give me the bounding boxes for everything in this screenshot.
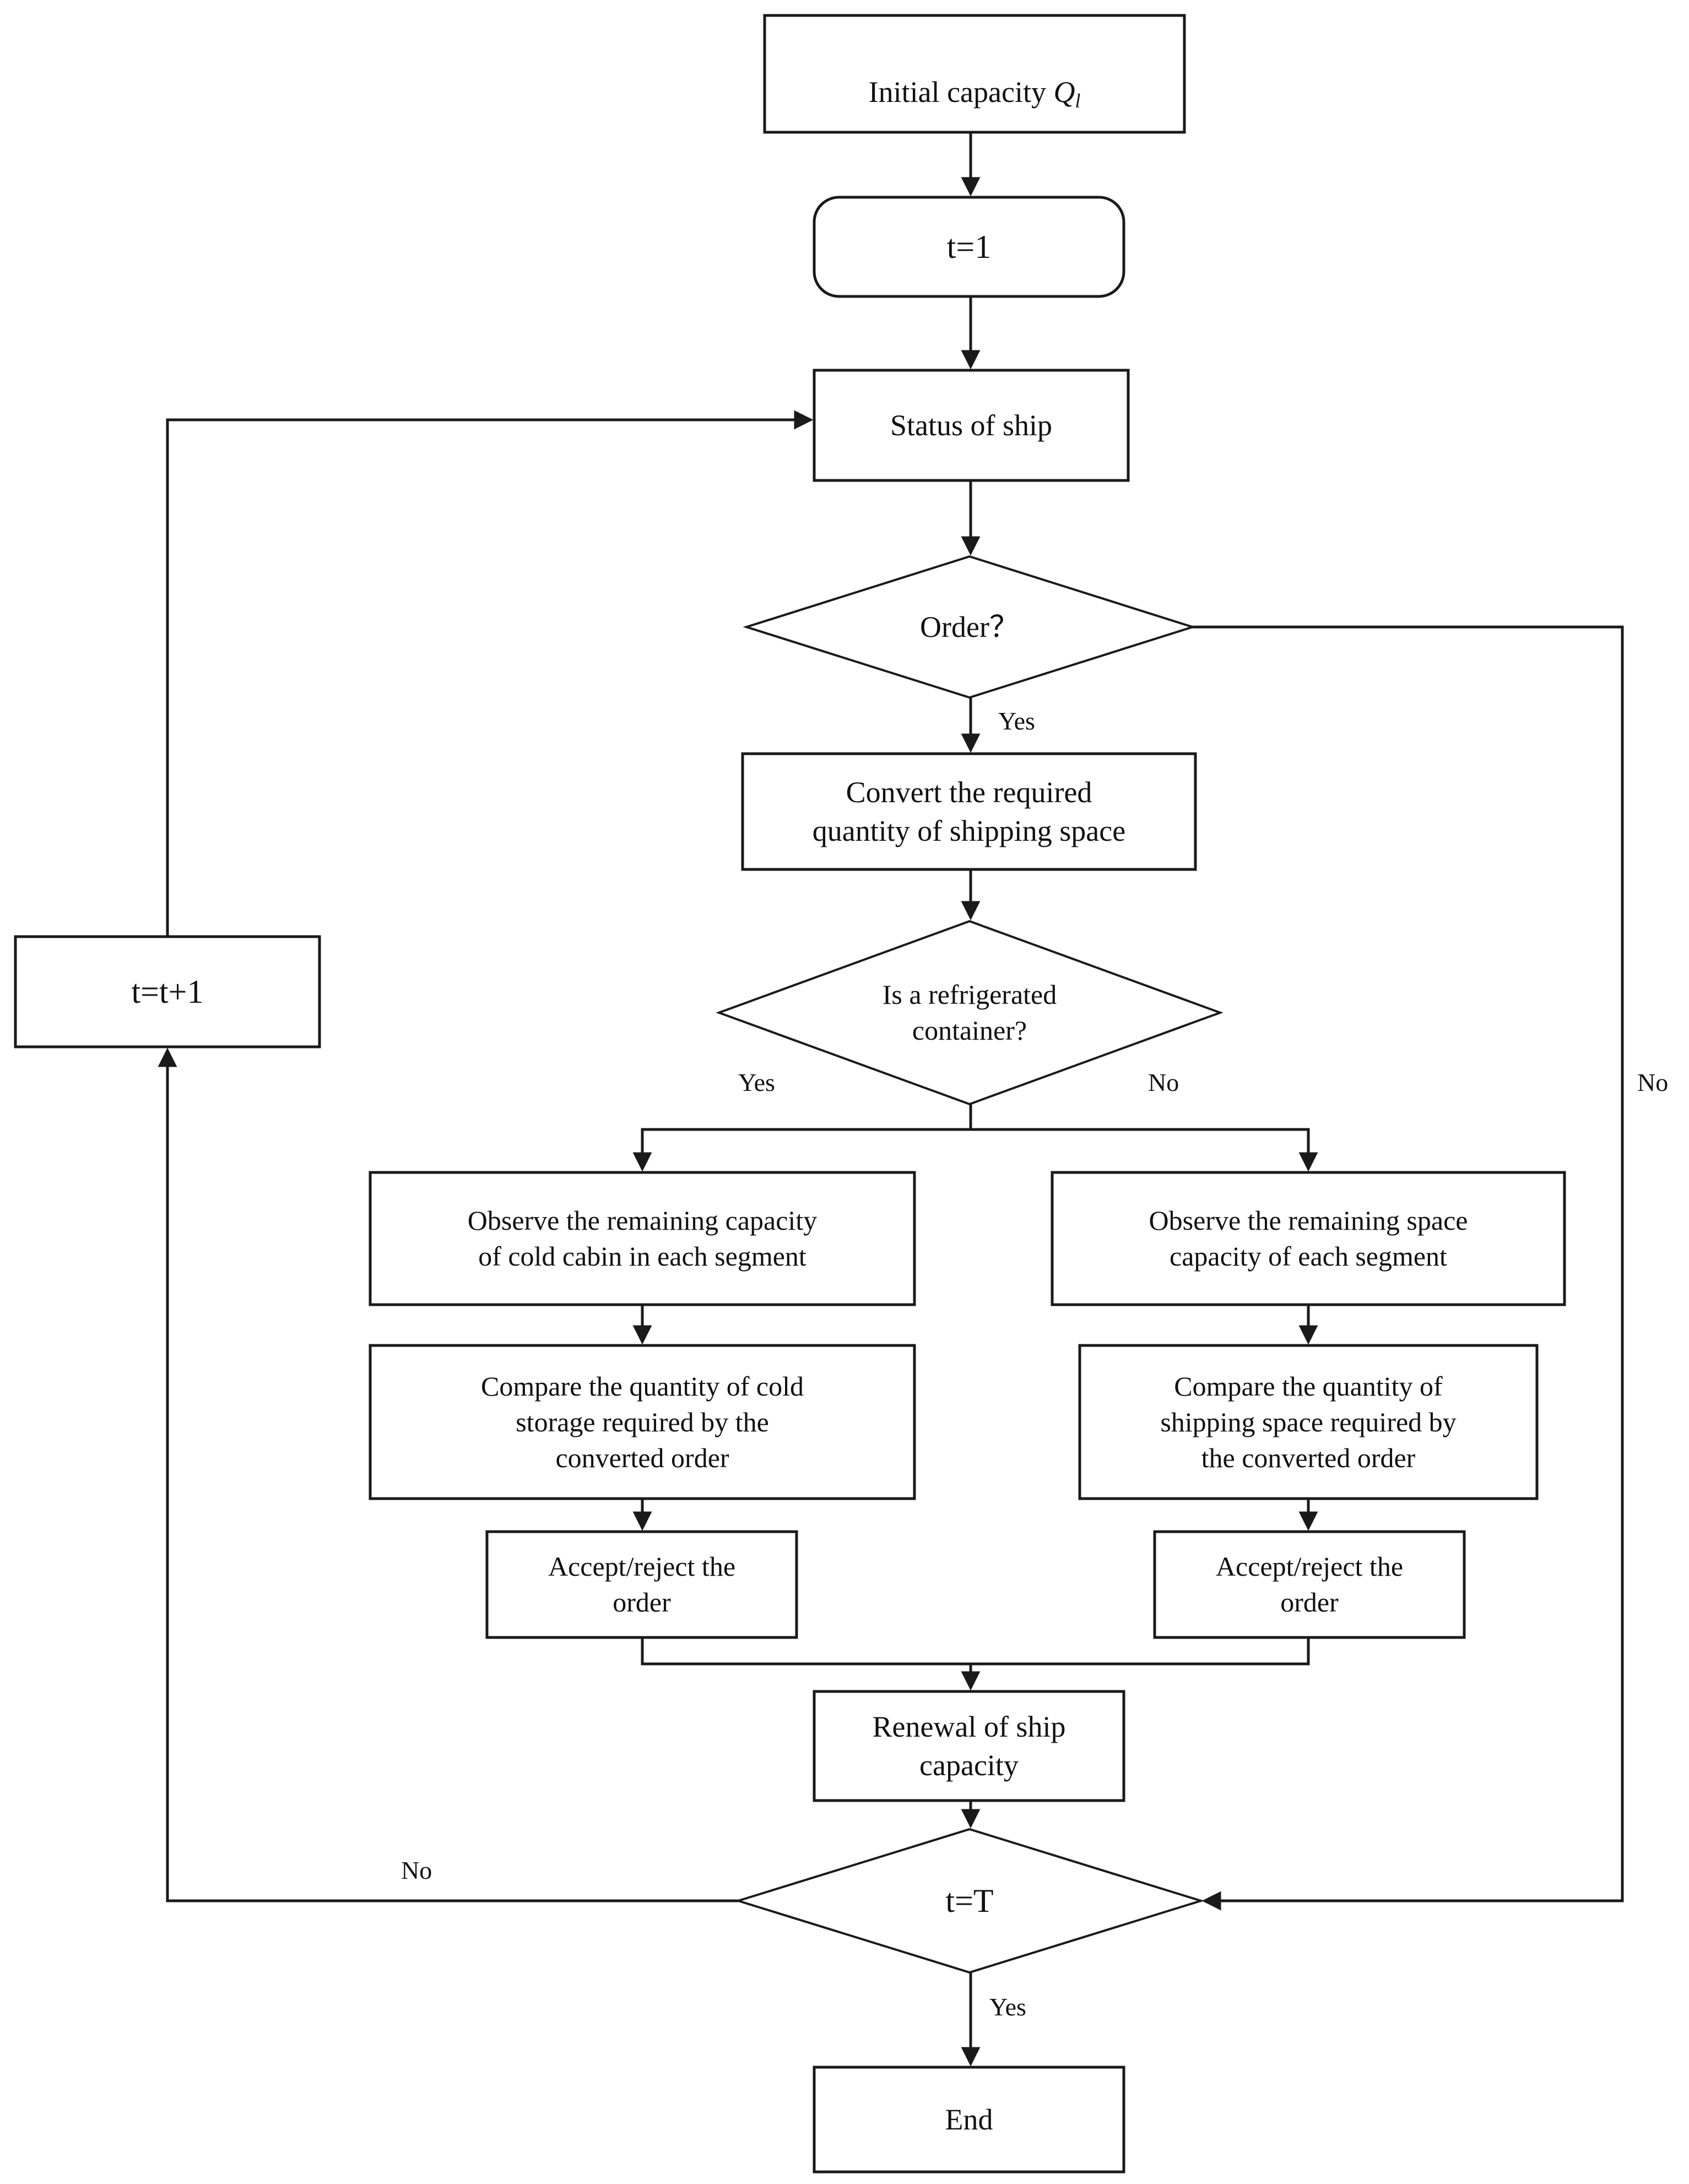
shape-accept-reject-left <box>485 1530 798 1639</box>
shape-initial-capacity <box>763 14 1186 134</box>
edge-refrigerated-no <box>971 1128 1318 1172</box>
edge-merge-left-to-renewal <box>641 1637 971 1666</box>
edge-order-no-to-tT <box>1193 625 1624 1911</box>
shape-end <box>813 2066 1125 2174</box>
shape-order-decision <box>743 555 1197 699</box>
shape-t-init <box>813 196 1125 298</box>
edge-label-refrigerated-no: No <box>1148 1068 1179 1096</box>
shape-t-equals-T <box>734 1828 1205 1974</box>
shape-observe-space <box>1051 1171 1566 1306</box>
edge-refrigerated-yes <box>632 1104 972 1172</box>
edge-label-loop-no: No <box>401 1856 432 1884</box>
shape-convert-required <box>741 752 1197 871</box>
edge-merge-right-to-renewal <box>971 1637 1310 1666</box>
shape-observe-cold <box>369 1171 916 1306</box>
shape-compare-cold <box>369 1344 916 1500</box>
edge-label-order-no: No <box>1637 1068 1669 1096</box>
shape-status-of-ship <box>813 369 1130 482</box>
shape-t-increment <box>14 935 321 1048</box>
edge-label-end-yes: Yes <box>989 1993 1026 2021</box>
shape-compare-space <box>1078 1344 1539 1500</box>
edge-increment-to-status <box>166 410 814 937</box>
shape-accept-reject-right <box>1153 1530 1466 1639</box>
shape-refrigerated-decision <box>716 920 1224 1106</box>
edge-tT-no-to-increment <box>158 1047 738 1902</box>
edge-label-refrigerated-yes: Yes <box>738 1068 775 1096</box>
shape-renewal <box>813 1690 1125 1802</box>
edge-label-order-yes: Yes <box>998 707 1035 735</box>
